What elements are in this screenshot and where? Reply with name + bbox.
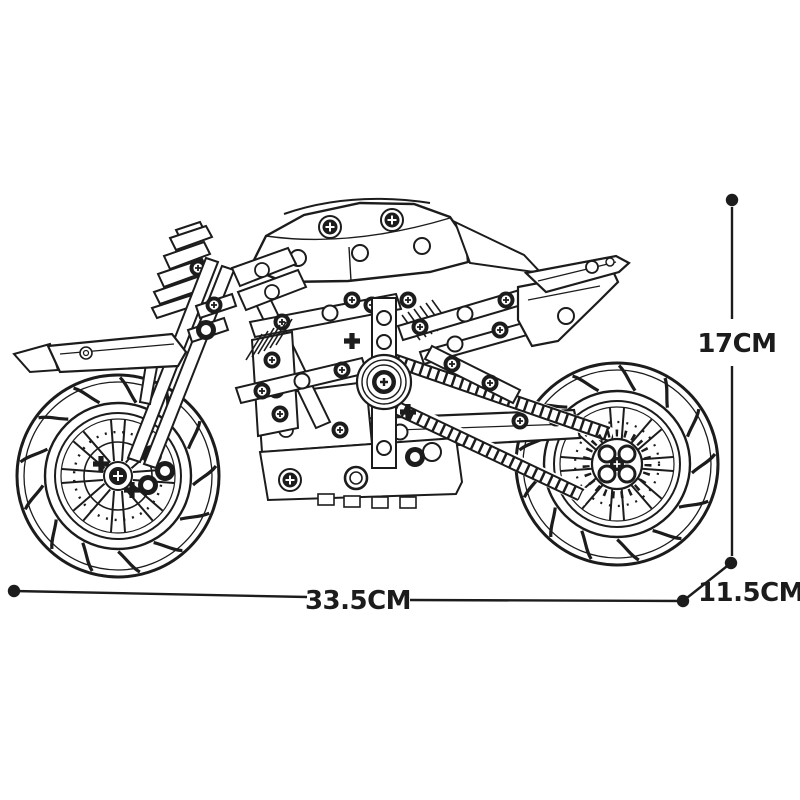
rear-sprocket (582, 429, 652, 499)
dimension-length: 33.5CM (7, 584, 690, 616)
rear-wheel (516, 363, 718, 565)
clutch-cover (355, 353, 413, 411)
fuel-tank (248, 197, 544, 284)
tail-section (516, 254, 631, 348)
height-dimension-label: 17CM (697, 329, 776, 359)
front-fender (12, 332, 188, 406)
dimension-depth: 11.5CM (682, 556, 800, 608)
depth-dimension-label: 11.5CM (698, 578, 800, 608)
dimension-height: 17CM (697, 193, 777, 556)
length-dimension-label: 33.5CM (305, 586, 411, 616)
front-wheel (17, 375, 219, 577)
